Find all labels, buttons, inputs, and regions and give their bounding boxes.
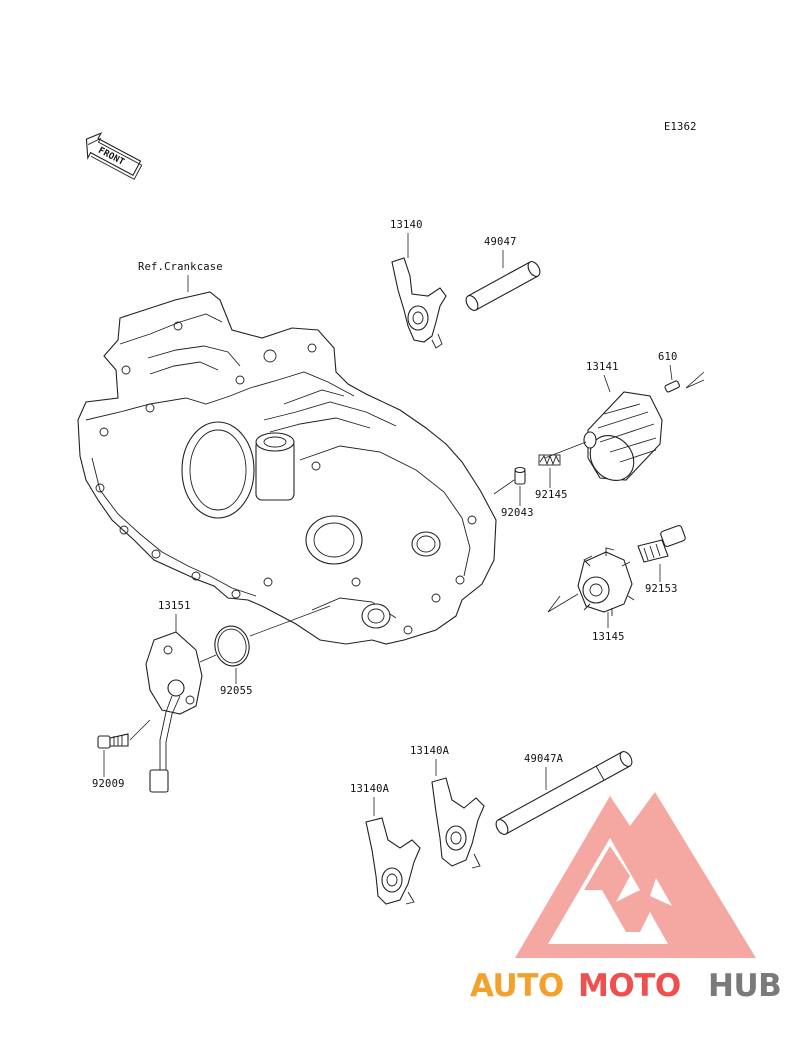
pin-610 (664, 380, 680, 393)
label-13141: 13141 (586, 361, 619, 373)
drum-cam-13145 (577, 547, 635, 616)
label-92043: 92043 (501, 507, 534, 519)
shift-rod-49047 (465, 261, 541, 311)
shift-fork-13140A-upper (431, 777, 485, 869)
ref-crankcase-label: Ref.Crankcase (138, 261, 223, 273)
label-92009: 92009 (92, 778, 125, 790)
pin-92043 (514, 466, 526, 485)
leader-line (603, 374, 611, 393)
watermark-triangle-icon (515, 792, 756, 958)
axis-line (493, 479, 515, 495)
label-49047A: 49047A (524, 753, 564, 765)
shift-drum-13141 (583, 391, 663, 481)
axis-line (249, 605, 331, 637)
label-49047: 49047 (484, 236, 517, 248)
axis-line (199, 654, 217, 663)
label-13140A-upper: 13140A (410, 745, 450, 757)
label-13151: 13151 (158, 600, 191, 612)
label-13140: 13140 (390, 219, 423, 231)
shift-fork-13140A-lower (365, 817, 421, 905)
diagram-code: E1362 (664, 121, 697, 133)
front-arrow-icon: FRONT (85, 132, 143, 180)
label-92153: 92153 (645, 583, 678, 595)
watermark-logo: AUTO MOTO HUB (470, 792, 782, 1004)
bolt-92153 (637, 525, 686, 563)
shift-rod-49047A (495, 751, 633, 835)
label-92145: 92145 (535, 489, 568, 501)
axis-line (544, 441, 587, 459)
axis-line (129, 719, 151, 741)
o-ring-92055 (214, 625, 250, 667)
label-610: 610 (658, 351, 678, 363)
crankcase-half (77, 291, 497, 645)
axis-line (547, 593, 579, 613)
spring-92145 (538, 454, 561, 466)
watermark-hub: HUB (708, 968, 781, 1004)
screw-92009 (97, 733, 129, 749)
leader-line (669, 364, 673, 381)
label-92055: 92055 (220, 685, 253, 697)
neutral-switch-13151 (145, 631, 203, 793)
watermark-moto: MOTO (578, 968, 681, 1004)
label-13145: 13145 (592, 631, 625, 643)
watermark-auto: AUTO (470, 968, 564, 1004)
label-13140A-lower: 13140A (350, 783, 390, 795)
axis-line (685, 371, 705, 389)
shift-fork-13140 (391, 257, 447, 349)
